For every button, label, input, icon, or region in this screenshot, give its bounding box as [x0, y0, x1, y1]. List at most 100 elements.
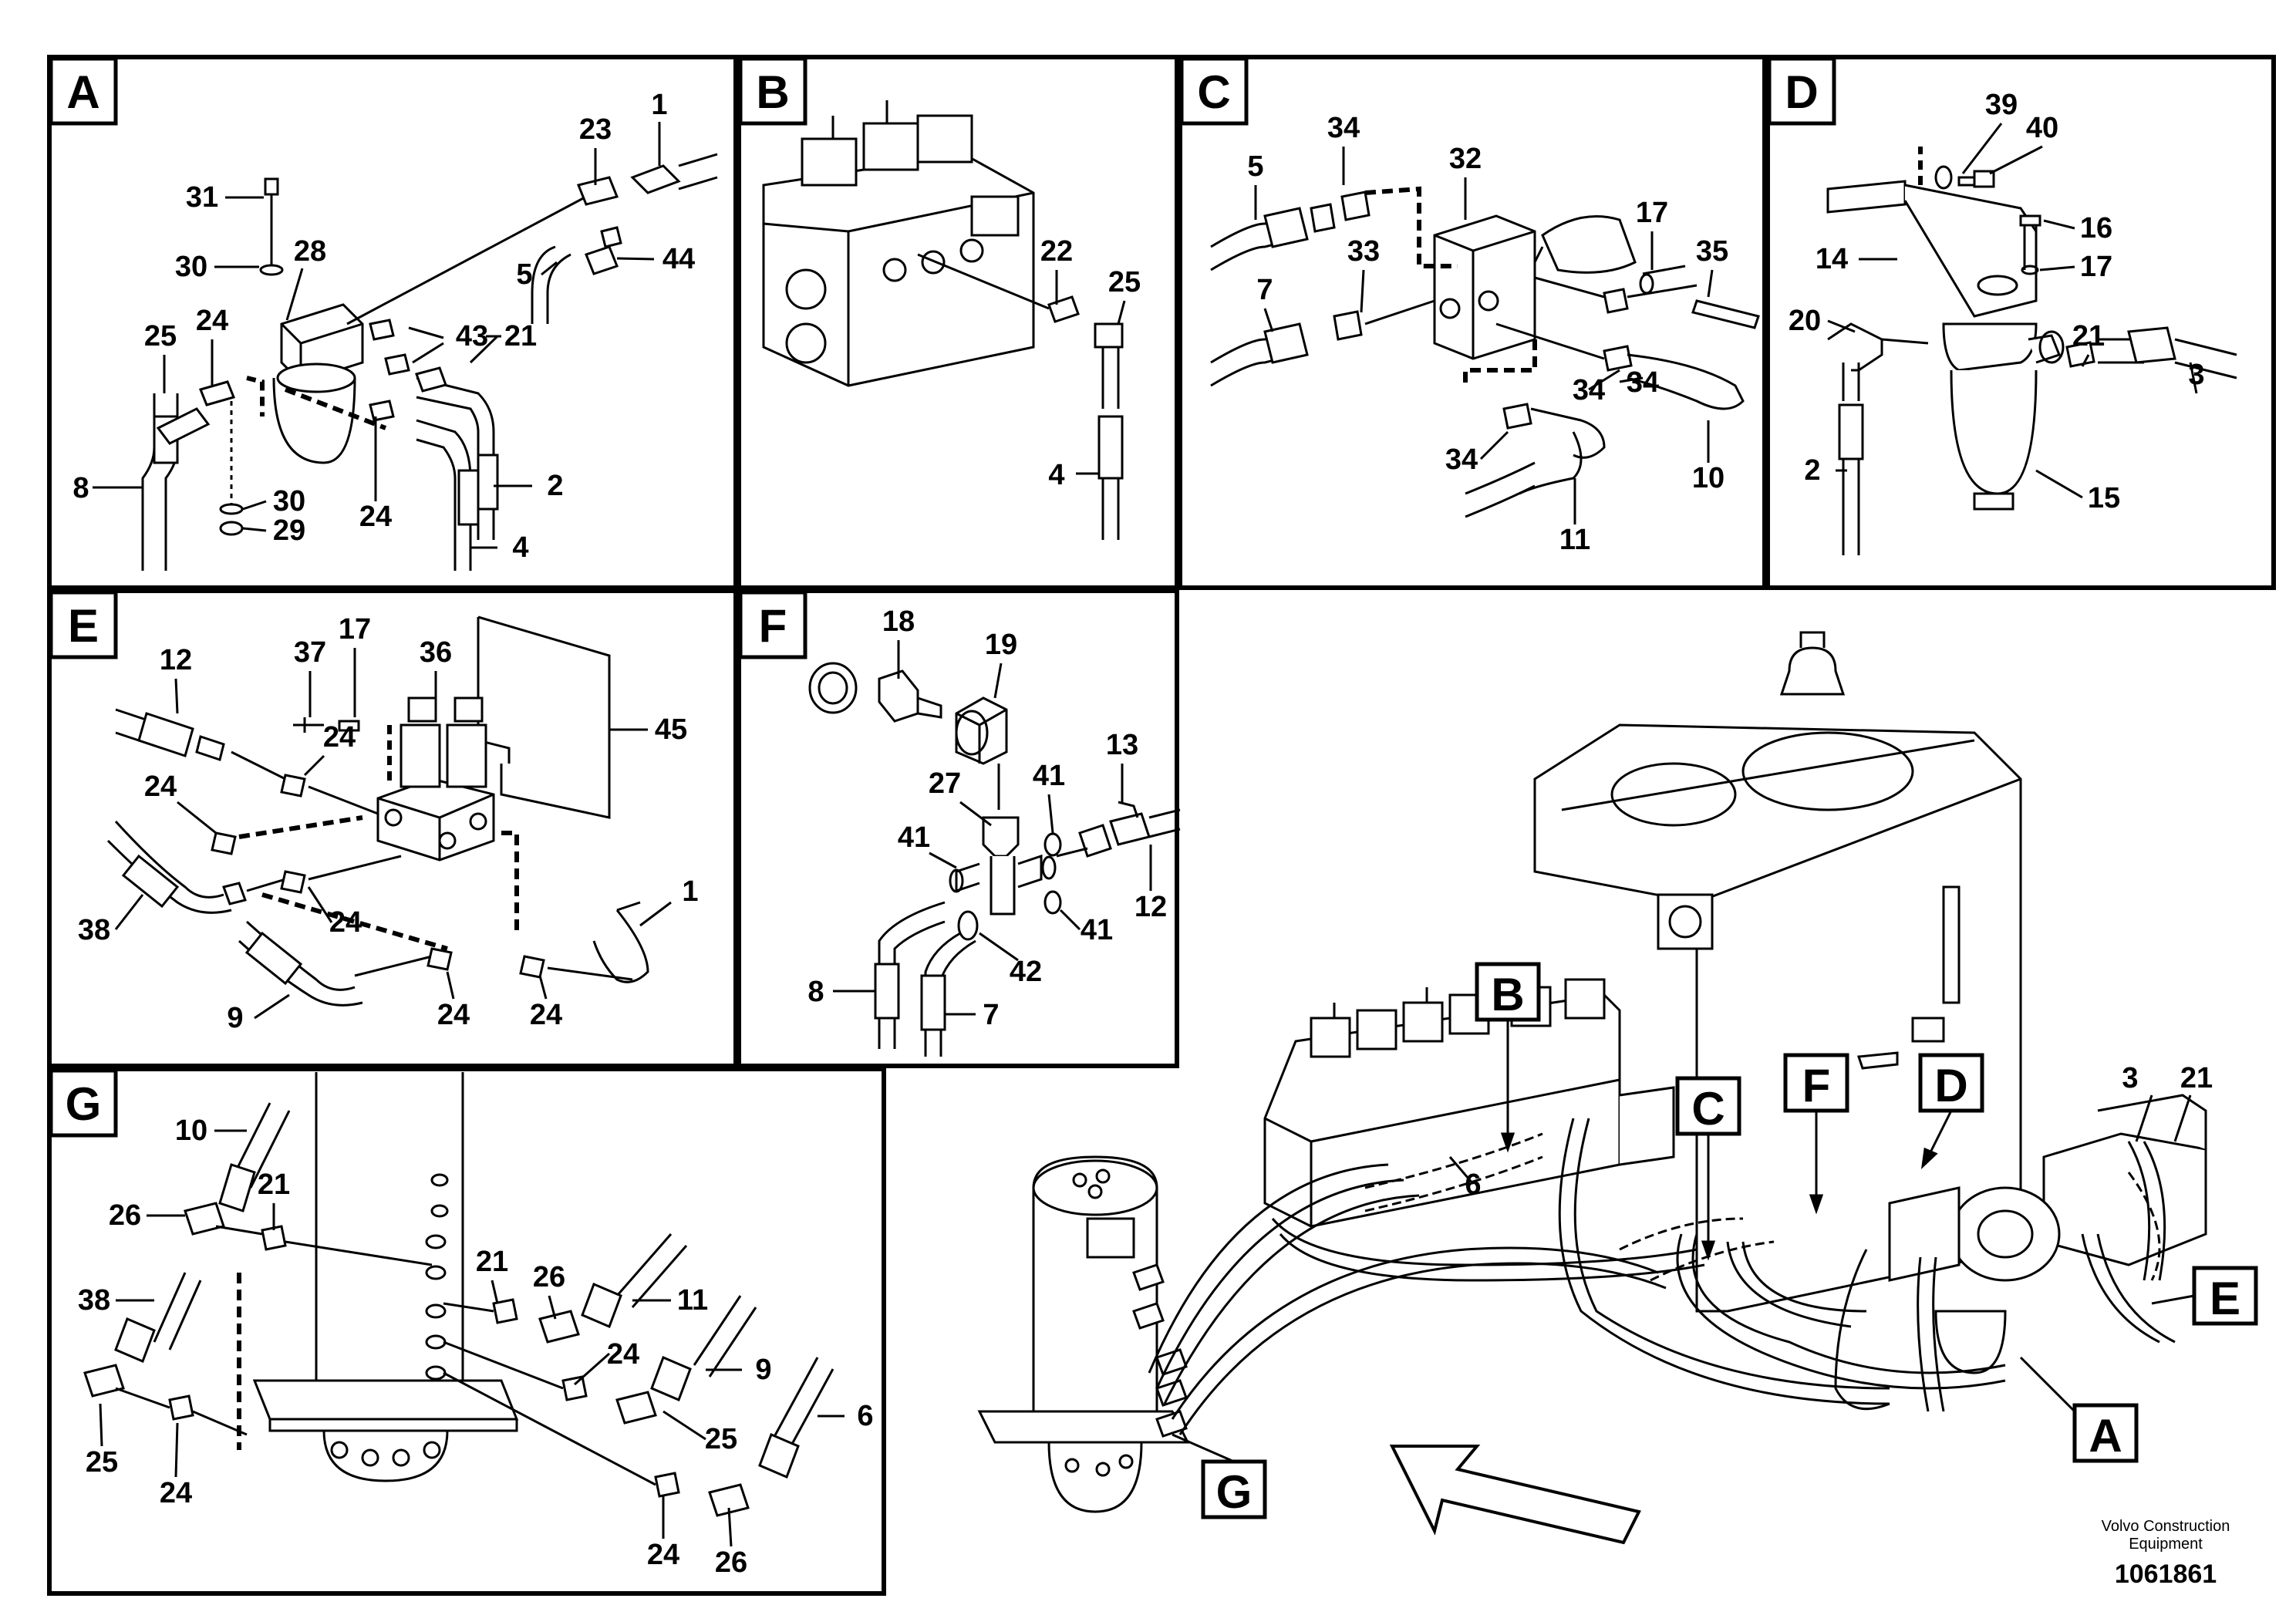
part-label: 12	[160, 644, 192, 676]
panel-c-labels: 34 32 5 17 35 33 7 34 34 34 10 11	[1247, 112, 1728, 556]
part-label: 26	[533, 1261, 565, 1293]
part-label: 34	[1627, 366, 1659, 399]
part-label: 30	[175, 251, 207, 283]
part-label: 34	[1573, 374, 1605, 406]
part-label: 3	[2122, 1062, 2138, 1094]
panel-e-letter: E	[68, 600, 99, 652]
panel-frames	[47, 55, 2276, 1596]
panel-d-label-leaders	[1827, 123, 2198, 499]
footer: Volvo Construction Equipment 1061861	[2102, 1518, 2230, 1589]
part-label: 4	[512, 531, 528, 564]
panel-e-drawing	[106, 615, 649, 1007]
panel-a-drawing	[141, 153, 718, 571]
part-label: 25	[86, 1446, 118, 1479]
part-label: 7	[1256, 274, 1273, 306]
panel-c-drawing	[1210, 186, 1760, 518]
part-label: 17	[2080, 251, 2112, 283]
panel-g-labels: 10 21 26 21 26 11 38 24 9 25 6 24 25 24 …	[78, 1114, 874, 1579]
panel-f-drawing	[808, 662, 1181, 1057]
part-label: 24	[196, 305, 228, 337]
part-label: 10	[1692, 462, 1725, 494]
panel-d-labels: 39 40 16 14 17 20 21 3 2 15	[1789, 89, 2205, 514]
part-label: 33	[1347, 235, 1380, 268]
part-label: 41	[1033, 760, 1065, 792]
panel-b-label-leaders	[1055, 270, 1126, 475]
part-label: 24	[144, 771, 177, 803]
panel-letters: A B C D E F G	[66, 66, 1819, 1130]
part-label: 7	[983, 999, 999, 1031]
part-label: 21	[504, 320, 537, 352]
part-label: 1	[682, 875, 698, 908]
part-label: 34	[1445, 443, 1478, 476]
panel-a-letter: A	[66, 66, 99, 118]
panel-letter-boxes	[49, 56, 1836, 1138]
part-label: 17	[1636, 197, 1668, 229]
panel-b-labels: 22 25 4	[1040, 235, 1141, 491]
panel-g-label-leaders	[99, 1129, 845, 1547]
part-label: 45	[655, 713, 687, 746]
part-label: 24	[607, 1338, 639, 1371]
part-label: 15	[2088, 482, 2120, 514]
part-label: 37	[294, 636, 326, 669]
part-label: 22	[1040, 235, 1073, 268]
part-label: 12	[1135, 891, 1167, 923]
part-label: 18	[882, 605, 915, 638]
credit-line-1: Volvo Construction	[2102, 1518, 2230, 1535]
callout-a: A	[2089, 1410, 2122, 1462]
part-label: 24	[437, 999, 470, 1031]
overview-labels: 6 3 21	[1465, 1062, 2213, 1201]
callout-g: G	[1216, 1466, 1253, 1518]
part-label: 5	[1247, 150, 1263, 183]
part-label: 29	[273, 514, 305, 547]
part-label: 17	[339, 613, 371, 646]
part-label: 41	[898, 821, 930, 854]
part-label: 39	[1985, 89, 2018, 121]
part-label: 2	[1804, 454, 1820, 487]
panel-g-drawing	[83, 1072, 834, 1517]
panel-b-drawing	[762, 100, 1124, 540]
part-label: 8	[807, 976, 824, 1008]
part-label: 5	[516, 258, 532, 291]
overview-callout-boxes	[1201, 962, 2258, 1519]
part-label: 36	[420, 636, 452, 669]
callout-d: D	[1934, 1060, 1967, 1111]
part-label: 24	[160, 1477, 192, 1509]
callout-e: E	[2210, 1273, 2240, 1324]
panel-f-labels: 18 19 13 27 41 41 12 41 42 8 7	[807, 605, 1167, 1031]
panel-a-labels: 1 23 31 28 30 5 44 25 24 43 21 8 30 29 2…	[72, 89, 695, 564]
panel-c-label-leaders	[1254, 147, 1714, 524]
panel-e-label-leaders	[114, 648, 672, 1020]
document-number: 1061861	[2115, 1560, 2217, 1589]
direction-arrow	[1389, 1445, 1641, 1545]
part-label: 24	[359, 501, 392, 533]
part-label: 9	[755, 1354, 771, 1386]
part-label: 25	[1108, 266, 1141, 298]
part-label: 40	[2026, 112, 2058, 144]
part-label: 34	[1327, 112, 1360, 144]
part-label: 10	[175, 1114, 207, 1147]
part-label: 26	[715, 1546, 747, 1579]
overview-callout-letters: B C F D E A G	[1216, 969, 2240, 1518]
part-label: 24	[647, 1539, 679, 1571]
overview-leaders	[1172, 1018, 2195, 1463]
part-label: 38	[78, 914, 110, 946]
part-label: 38	[78, 1284, 110, 1317]
part-label: 26	[109, 1199, 141, 1232]
panel-g-letter: G	[66, 1078, 102, 1130]
panel-a-label-leaders	[93, 122, 661, 549]
part-label: 35	[1696, 235, 1728, 268]
part-label: 23	[579, 113, 612, 146]
part-label: 21	[258, 1168, 290, 1201]
part-label: 6	[857, 1400, 873, 1432]
panel-b-letter: B	[756, 66, 789, 118]
part-label: 21	[476, 1246, 508, 1278]
panel-c-letter: C	[1197, 66, 1230, 118]
part-label: 4	[1048, 459, 1064, 491]
panel-f-letter: F	[759, 600, 787, 652]
part-label: 24	[323, 721, 356, 754]
part-label: 24	[530, 999, 562, 1031]
part-label: 21	[2072, 320, 2105, 352]
part-label: 28	[294, 235, 326, 268]
part-label: 21	[2180, 1062, 2213, 1094]
